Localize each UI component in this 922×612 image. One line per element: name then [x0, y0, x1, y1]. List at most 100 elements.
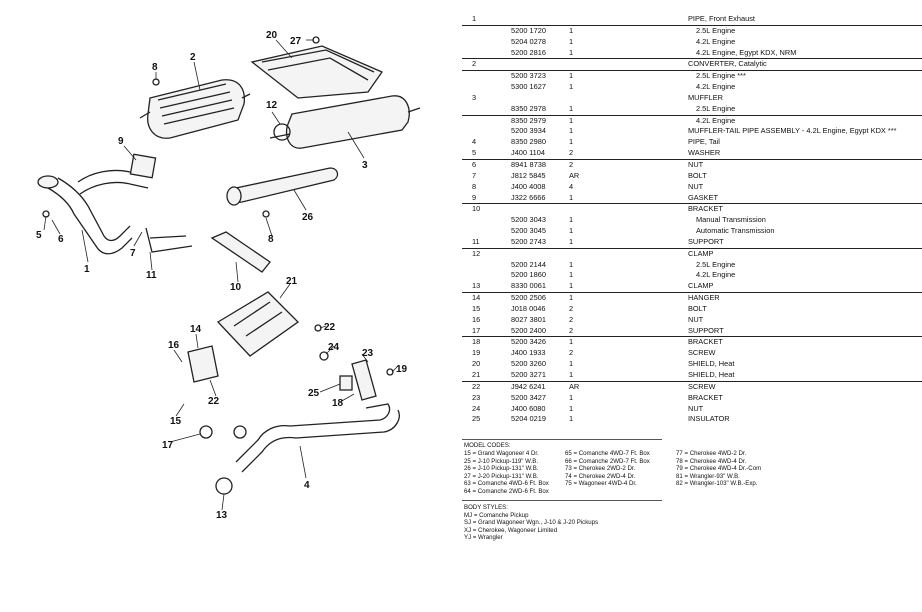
- description: NUT: [688, 314, 704, 324]
- part-number: 5200 1860: [511, 270, 546, 280]
- muffler: [285, 95, 410, 149]
- body-styles-divider: [462, 500, 662, 501]
- quantity: 4: [569, 181, 574, 191]
- model-code-entry: 15 = Grand Wagoneer 4 Dr.: [464, 450, 539, 457]
- part-number: 5200 1720: [511, 25, 546, 35]
- quantity: 2: [569, 159, 574, 169]
- clamp-12: [273, 123, 291, 141]
- quantity: 1: [569, 71, 574, 81]
- body-style-entry: SJ = Grand Wagoneer Wgn., J-10 & J-20 Pi…: [464, 519, 599, 527]
- model-code-entry: 75 = Wagoneer 4WD-4 Dr.: [565, 480, 637, 488]
- description: CLAMP: [688, 281, 714, 291]
- callout-16: 16: [168, 340, 180, 351]
- pipe-flange: [37, 175, 59, 189]
- description: SCREW: [688, 381, 716, 391]
- part-number: 5204 0278: [511, 36, 546, 46]
- quantity: 1: [569, 226, 574, 236]
- description: NUT: [688, 159, 704, 169]
- quantity: 1: [569, 103, 574, 113]
- callout-3: 3: [362, 160, 368, 171]
- item-number: 22: [472, 381, 481, 391]
- callout-5: 5: [36, 230, 42, 241]
- description: BRACKET: [688, 204, 723, 214]
- bracket-10: [210, 231, 271, 273]
- tail-pipe: [235, 403, 400, 473]
- callout-17: 17: [162, 440, 174, 451]
- model-code-entry: 78 = Cherokee 4WD-4 Dr.: [676, 457, 747, 465]
- callout-20: 20: [266, 30, 278, 41]
- callout-6: 6: [58, 234, 64, 245]
- description: 4.2L Engine, Egypt KDX, NRM: [696, 47, 797, 57]
- callout-23: 23: [362, 348, 374, 359]
- bracket-18: [351, 359, 377, 401]
- callout-27: 27: [290, 36, 302, 47]
- part-number: 8941 8738: [511, 159, 546, 169]
- exhaust-system-diagram: 1 2 3 4 5 6 7 8 8 9 10 11 12 13 14 15 16…: [0, 0, 460, 612]
- support-17a: [199, 425, 213, 439]
- heat-shield-20: [250, 45, 383, 99]
- quantity: 1: [569, 82, 574, 92]
- part-number: J400 4008: [511, 181, 546, 191]
- callout-12: 12: [266, 100, 278, 111]
- quantity: 1: [569, 236, 574, 246]
- heat-shield-21: [216, 291, 300, 357]
- description: 2.5L Engine ***: [696, 71, 746, 81]
- part-number: 5200 2816: [511, 47, 546, 57]
- description: BOLT: [688, 303, 707, 313]
- part-number: 5300 1627: [511, 82, 546, 92]
- quantity: 1: [569, 392, 574, 402]
- description: SHIELD, Heat: [688, 370, 735, 379]
- part-number: 5200 3427: [511, 392, 546, 402]
- description: Manual Transmission: [696, 215, 766, 225]
- description: SUPPORT: [688, 236, 724, 246]
- model-code-entry: 25 = J-10 Pickup-119" W.B.: [464, 457, 539, 465]
- description: 4.2L Engine: [696, 115, 736, 125]
- model-code-entry: 27 = J-20 Pickup-131" W.B.: [464, 472, 539, 480]
- part-number: 8027 3801: [511, 314, 546, 324]
- description: CONVERTER, Catalytic: [688, 59, 767, 69]
- item-number: 4: [472, 137, 477, 147]
- item-number: 25: [472, 414, 481, 424]
- item-number: 11: [472, 236, 480, 246]
- model-code-entry: 63 = Comanche 4WD-6 Ft. Box: [464, 480, 549, 488]
- model-code-entry: 77 = Cherokee 4WD-2 Dr.: [676, 450, 747, 457]
- converter-pipes: [139, 93, 251, 119]
- quantity: 1: [569, 270, 574, 280]
- callout-1: 1: [84, 264, 90, 275]
- callout-2: 2: [190, 52, 196, 63]
- support-11: [145, 227, 193, 253]
- item-number: 15: [472, 303, 481, 313]
- model-codes-legend: MODEL CODES: 15 = Grand Wagoneer 4 Dr.25…: [464, 442, 904, 495]
- heat-shield-21-ribs: [233, 301, 283, 337]
- callout-25: 25: [308, 388, 320, 399]
- item-number: 20: [472, 359, 481, 369]
- part-number: 5200 2144: [511, 259, 546, 269]
- callout-24: 24: [328, 342, 340, 353]
- part-number: 5200 3426: [511, 337, 546, 347]
- part-number: 5200 3260: [511, 359, 546, 369]
- insulator-25: [339, 375, 353, 391]
- part-number: J942 6241: [511, 381, 546, 391]
- item-number: 9: [472, 192, 477, 202]
- description: PIPE, Front Exhaust: [688, 14, 755, 23]
